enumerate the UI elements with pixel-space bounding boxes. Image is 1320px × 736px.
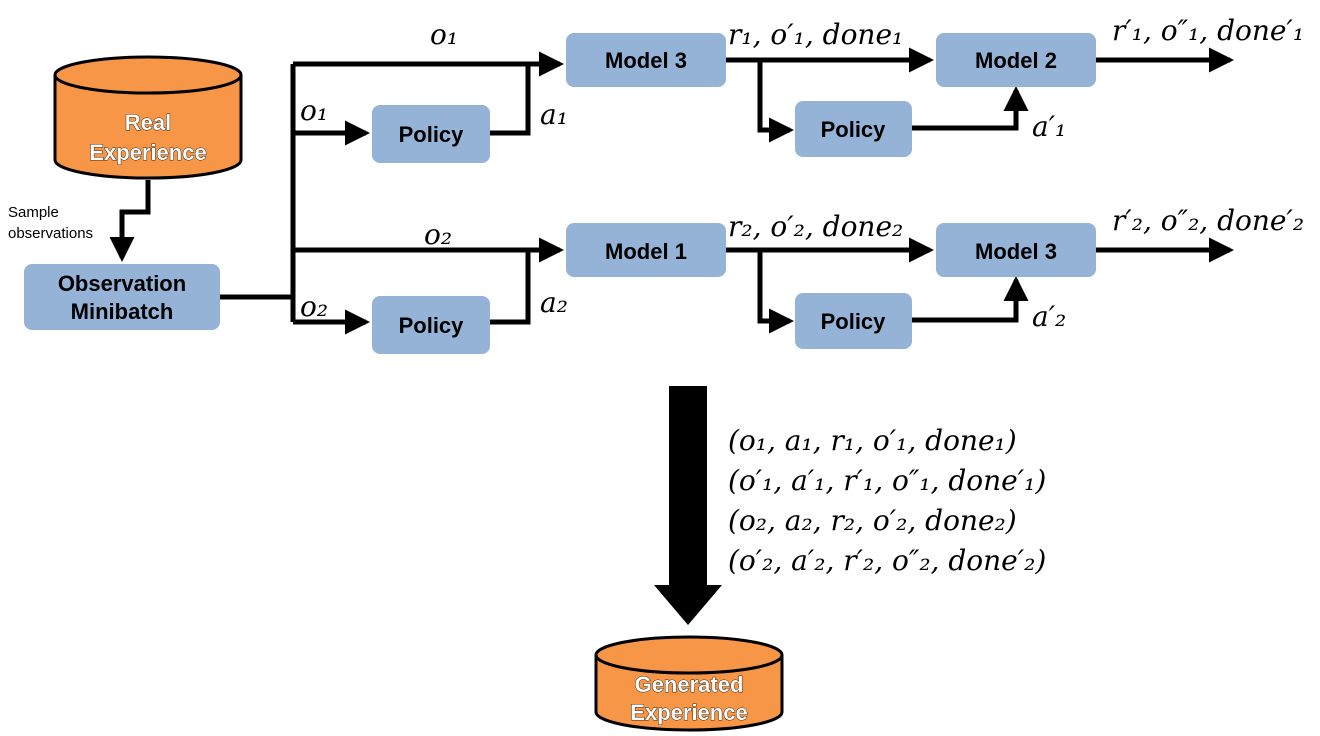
- real-experience-line2: Experience: [89, 140, 206, 165]
- big-arrow-head: [654, 585, 722, 625]
- edge-real-to-minibatch: [109, 180, 151, 263]
- tuple-4: (o′₂, a′₂, r′₂, o″₂, done′₂): [728, 544, 1046, 577]
- model-top-2-box: Model 2: [936, 33, 1096, 87]
- policy-box-top-left: Policy: [372, 105, 490, 163]
- label-o1-top: o₁: [430, 18, 458, 51]
- policy-bottom-right-label: Policy: [821, 309, 887, 334]
- edge-a1: [490, 64, 531, 136]
- edge-a2: [490, 250, 531, 325]
- label-out-top-1: r₁, o′₁, done₁: [728, 18, 903, 51]
- policy-top-right-label: Policy: [821, 117, 887, 142]
- sample-label-line1: Sample: [8, 204, 59, 221]
- model-top-1-label: Model 3: [605, 48, 687, 73]
- sample-label-line2: observations: [8, 225, 93, 242]
- edge-a2-prime: [912, 275, 1029, 323]
- model-top-2-label: Model 2: [975, 48, 1057, 73]
- edge-branch-policy-top-right: [757, 60, 795, 143]
- edge-branch-policy-bottom-right: [757, 250, 795, 334]
- model-top-1-box: Model 3: [566, 33, 726, 87]
- label-a2: a₂: [540, 286, 568, 319]
- tuple-1: (o₁, a₁, r₁, o′₁, done₁): [728, 424, 1017, 457]
- label-a2-prime: a′₂: [1032, 300, 1066, 333]
- label-out-bottom-1: r₂, o′₂, done₂: [728, 210, 903, 243]
- tuple-list: (o₁, a₁, r₁, o′₁, done₁) (o′₁, a′₁, r′₁, …: [728, 424, 1046, 577]
- generated-experience-line1: Generated: [635, 672, 744, 697]
- policy-bottom-left-label: Policy: [399, 313, 465, 338]
- observation-minibatch-line1: Observation: [58, 271, 186, 296]
- big-arrow-shaft: [669, 386, 707, 586]
- policy-box-bottom-right: Policy: [795, 293, 912, 349]
- tuple-3: (o₂, a₂, r₂, o′₂, done₂): [728, 504, 1017, 537]
- edge-a1-prime: [912, 85, 1029, 131]
- label-out-top-2: r′₁, o″₁, done′₁: [1112, 14, 1304, 47]
- label-a1: a₁: [540, 98, 568, 131]
- tuple-2: (o′₁, a′₁, r′₁, o″₁, done′₁): [728, 464, 1046, 497]
- observation-minibatch-box: Observation Minibatch: [24, 264, 220, 330]
- model-bottom-1-label: Model 1: [605, 239, 687, 264]
- generated-experience-database: Generated Experience: [594, 635, 784, 732]
- policy-top-left-label: Policy: [399, 122, 465, 147]
- label-out-bottom-2: r′₂, o″₂, done′₂: [1112, 204, 1304, 237]
- label-a1-prime: a′₁: [1032, 110, 1066, 143]
- generated-experience-line2: Experience: [630, 700, 747, 725]
- model-bottom-2-label: Model 3: [975, 239, 1057, 264]
- policy-box-top-right: Policy: [795, 101, 912, 157]
- model-bottom-1-box: Model 1: [566, 223, 726, 277]
- label-o1-policy: o₁: [300, 94, 328, 127]
- label-o2-top: o₂: [424, 218, 452, 251]
- model-bottom-2-box: Model 3: [936, 223, 1096, 277]
- policy-box-bottom-left: Policy: [372, 296, 490, 354]
- observation-minibatch-line2: Minibatch: [71, 299, 174, 324]
- real-experience-line1: Real: [125, 110, 171, 135]
- label-o2-policy: o₂: [300, 290, 328, 323]
- real-experience-database: Real Experience: [53, 55, 243, 180]
